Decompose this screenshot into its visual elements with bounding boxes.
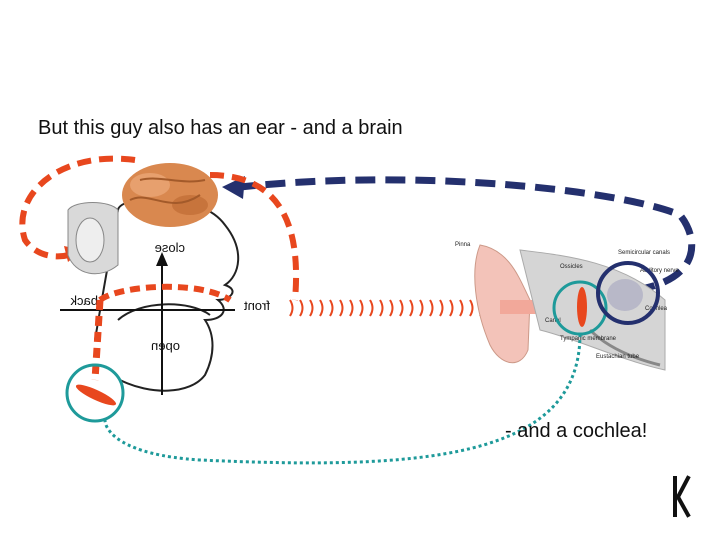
- vocal-tract-down: [91, 299, 104, 381]
- ear-to-brain-arrow: [239, 176, 696, 294]
- ear-label-auditory: Auditory nerve: [640, 268, 679, 274]
- ear-label-cochlea: Cochlea: [645, 306, 668, 312]
- caption-bottom: - and a cochlea!: [505, 420, 648, 442]
- ear-label-ossicles: Ossicles: [560, 264, 583, 270]
- vocal-tract-path: [98, 283, 232, 303]
- label-front: front: [244, 298, 270, 313]
- brain-loop-path: [19, 155, 136, 260]
- sound-waves-icon: [289, 299, 524, 317]
- brain-image: [122, 163, 218, 227]
- ear-label-canal: Canal: [545, 318, 561, 324]
- ear-label-pinna: Pinna: [455, 242, 471, 248]
- larynx-circle: [65, 363, 125, 423]
- ear-label-tympanic: Tympanic membrane: [560, 336, 617, 342]
- ear-label-semicircular: Semicircular canals: [618, 250, 670, 256]
- ear-label-eustachian: Eustachian tube: [596, 354, 640, 360]
- label-back: back: [70, 293, 98, 308]
- ear-to-brain-arrowhead: [222, 176, 245, 199]
- label-close: close: [155, 240, 185, 255]
- ear-hair-image: [67, 202, 119, 275]
- brain-to-mouth-path: [209, 172, 300, 301]
- label-open: open: [151, 338, 180, 353]
- caption-top: But this guy also has an ear - and a bra…: [38, 117, 403, 139]
- vowel-axis-arrowhead: [156, 252, 168, 266]
- ear-anatomy-image: [474, 244, 666, 371]
- cochlea-circle: [596, 261, 660, 325]
- nav-glyph-icon: [673, 475, 691, 518]
- larynx-marker: [75, 384, 117, 406]
